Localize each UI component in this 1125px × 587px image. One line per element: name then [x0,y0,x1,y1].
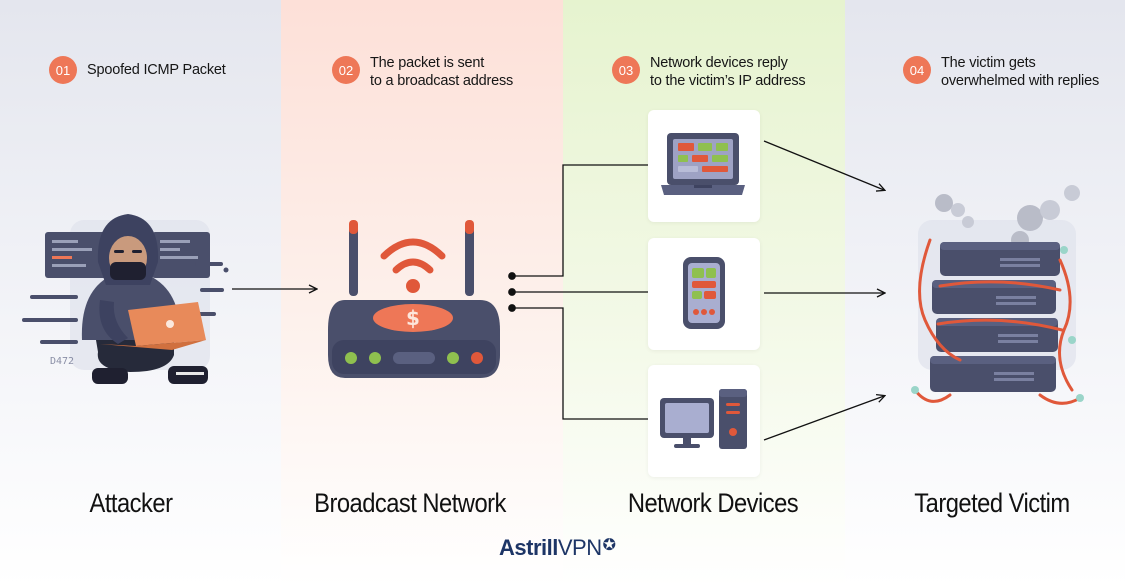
step-number: 04 [903,56,931,84]
step-4: 04 The victim gets overwhelmed with repl… [903,54,1099,90]
step-number: 01 [49,56,77,84]
brand-name-bold: Astrill [499,535,558,560]
laptop-icon [661,133,745,195]
arrow-laptop-to-victim [763,140,884,190]
step-number: 03 [612,56,640,84]
step-text-line2: to the victim’s IP address [650,73,806,89]
broadcast-connectors [508,164,648,420]
column-title-targeted-victim: Targeted Victim [914,488,1070,518]
step-number: 02 [332,56,360,84]
column-broadcast [281,0,563,587]
svg-text:D472: D472 [50,356,74,367]
step-text-line1: The victim gets [941,55,1036,71]
step-text: Spoofed ICMP Packet [87,62,226,78]
step-1: 01 Spoofed ICMP Packet [49,54,226,84]
svg-text:$: $ [406,306,420,330]
phone-icon [683,257,725,329]
step-text-line2: overwhelmed with replies [941,73,1099,89]
step-text-line2: to a broadcast address [370,73,514,89]
step-2: 02 The packet is sent to a broadcast add… [332,54,513,90]
hacker-icon: D472 [22,214,229,384]
router-icon: $ [328,220,500,378]
column-title-network-devices: Network Devices [627,488,799,518]
server-stack-icon [911,185,1084,405]
brand-logo: AstrillVPN✪ [499,535,616,561]
desktop-icon [660,389,747,449]
star-icon: ✪ [602,537,616,554]
step-text-line1: The packet is sent [370,55,485,71]
arrow-desktop-to-victim [763,396,884,441]
column-title-broadcast-network: Broadcast Network [314,488,506,518]
column-title-attacker: Attacker [89,488,173,518]
step-3: 03 Network devices reply to the victim’s… [612,54,806,90]
brand-name-regular: VPN [557,535,602,560]
step-text-line1: Network devices reply [650,55,788,71]
